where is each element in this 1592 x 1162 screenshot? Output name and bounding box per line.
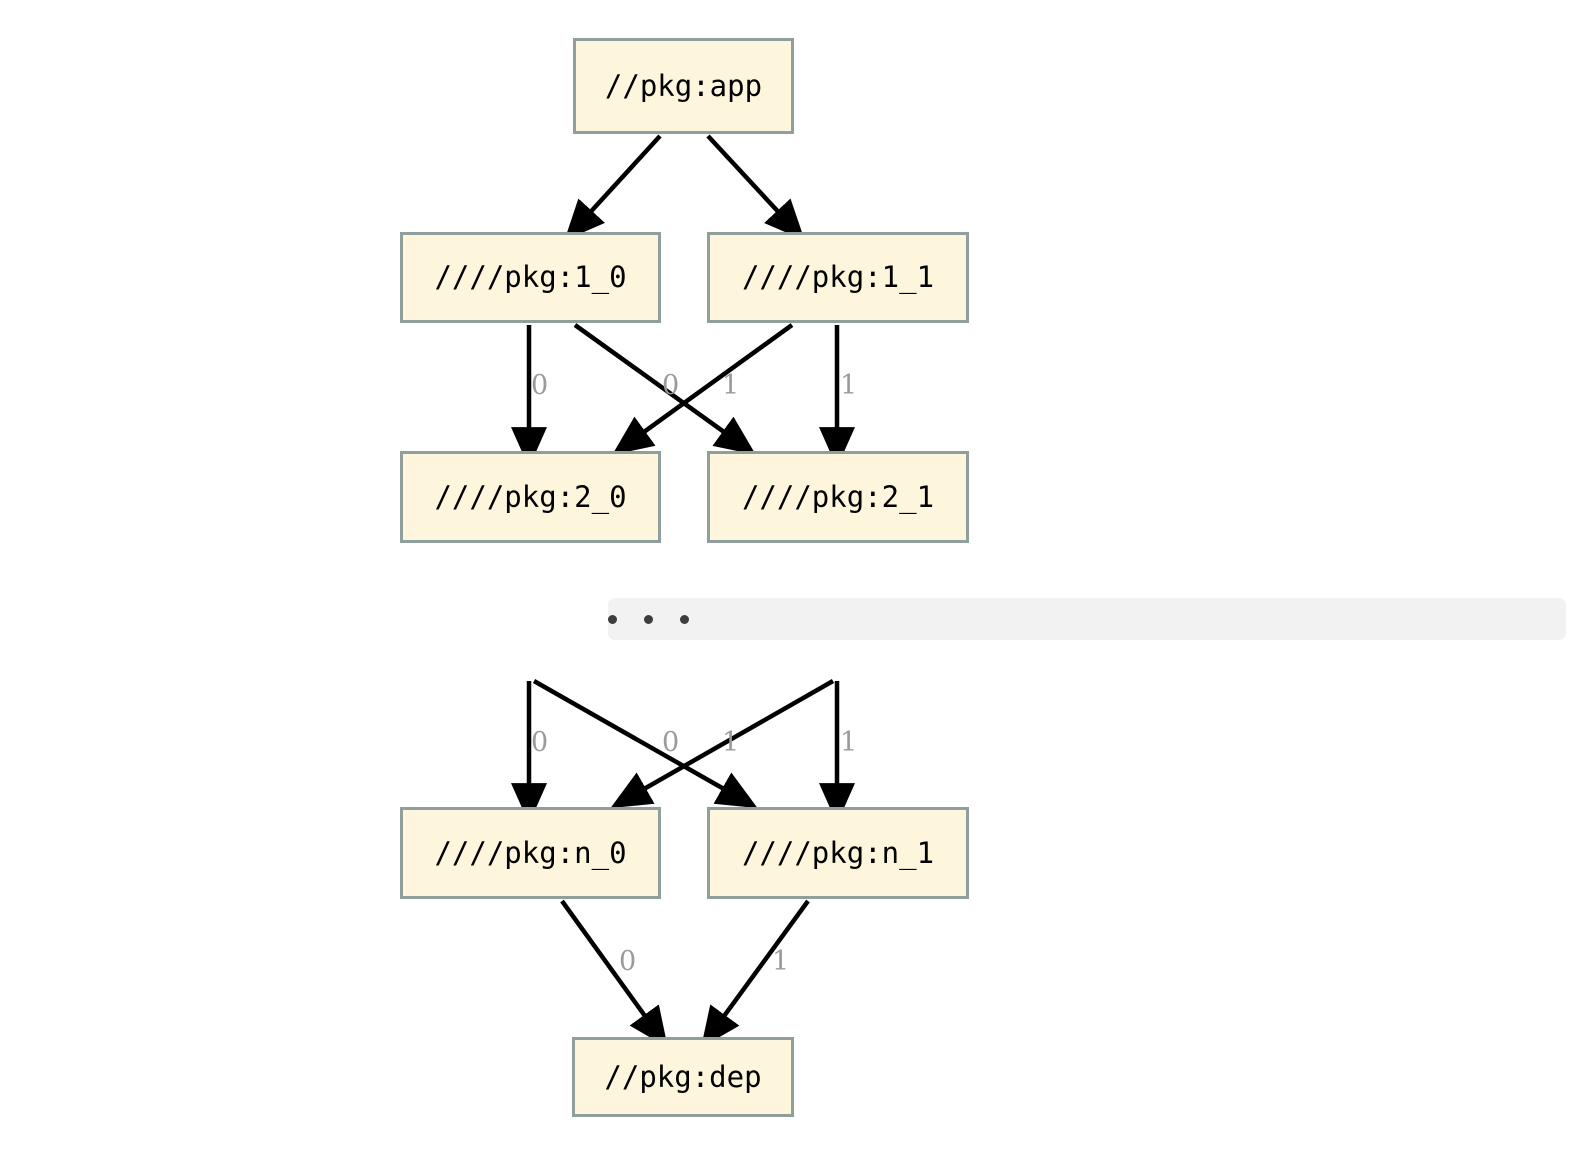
node-pkg-2_0[interactable]: ////pkg:2_0: [400, 451, 661, 543]
edge-app-to-1_1: [706, 134, 805, 241]
edge-n_1-to-dep: [700, 899, 810, 1048]
edge-label-above-n_1: 1: [840, 727, 858, 758]
node-pkg-app[interactable]: //pkg:app: [573, 38, 794, 134]
node-label: ////pkg:1_1: [741, 260, 935, 294]
node-label: //pkg:app: [604, 68, 763, 103]
edge-label-above-n_0-cross: 0: [662, 727, 680, 758]
node-label: ////pkg:n_1: [741, 835, 935, 870]
edge-1_1-to-2_0: [612, 323, 794, 455]
edge-label-n_1-dep: 1: [772, 946, 790, 977]
edge-label-1_1-2_1: 1: [840, 370, 858, 401]
node-pkg-2_1[interactable]: ////pkg:2_1: [707, 451, 969, 543]
node-label: ////pkg:n_0: [434, 835, 627, 870]
edge-label-above-n_1-cross: 1: [722, 727, 740, 758]
edge-n_0-to-dep: [560, 899, 668, 1048]
ellipsis-dot: [644, 615, 653, 624]
node-label: ////pkg:2_1: [741, 479, 935, 514]
node-pkg-dep[interactable]: //pkg:dep: [572, 1037, 794, 1117]
ellipsis-dots: [608, 615, 716, 624]
edge-label-above-n_0: 0: [531, 727, 549, 758]
edge-label-1_0-2_0: 0: [531, 370, 549, 401]
ellipsis-dot: [608, 615, 617, 624]
edge-label-n_0-dep: 0: [619, 946, 637, 977]
edge-label-1_1-2_0: 0: [662, 370, 680, 401]
ellipsis-band: [608, 598, 1566, 640]
ellipsis-dot: [680, 615, 689, 624]
node-label: //pkg:dep: [604, 1059, 762, 1094]
edge-label-1_0-2_1: 1: [722, 370, 740, 401]
edge-1_0-to-2_1: [573, 323, 756, 455]
node-pkg-1_0[interactable]: ////pkg:1_0: [400, 232, 661, 323]
edge-app-to-1_0: [564, 134, 662, 241]
node-pkg-n_1[interactable]: ////pkg:n_1: [707, 807, 969, 899]
node-label: ////pkg:2_0: [434, 479, 627, 514]
edge-above-to-n_1-cross: [532, 679, 758, 809]
node-label: ////pkg:1_0: [434, 260, 627, 294]
node-pkg-1_1[interactable]: ////pkg:1_1: [707, 232, 969, 323]
node-pkg-n_0[interactable]: ////pkg:n_0: [400, 807, 661, 899]
